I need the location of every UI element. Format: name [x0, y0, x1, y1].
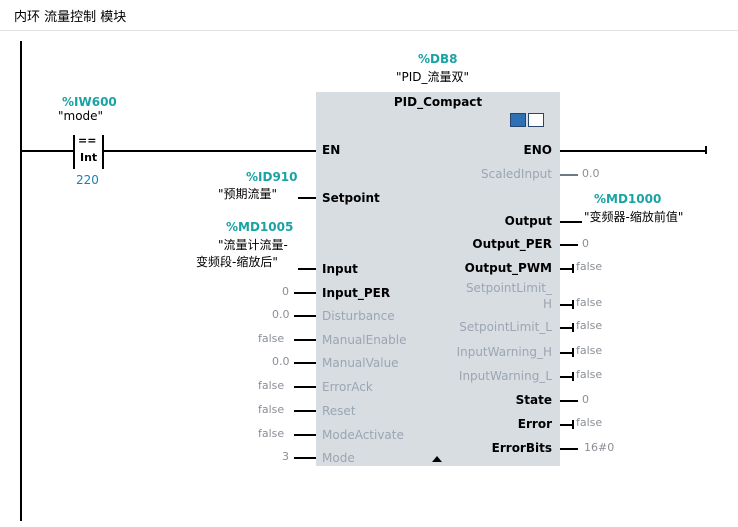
input-wire	[298, 268, 316, 270]
contact-address[interactable]: %IW600	[62, 95, 117, 109]
pin-setpoint-limit-h-line2[interactable]: H	[542, 297, 552, 311]
network-title[interactable]: 内环 流量控制 模块	[14, 10, 127, 25]
block-view-icon[interactable]	[510, 113, 526, 127]
instance-db-name[interactable]: "PID_流量双"	[396, 70, 470, 84]
input-warning-l-value[interactable]: false	[576, 368, 603, 381]
pin-en[interactable]: EN	[322, 143, 341, 157]
output-symbol[interactable]: "变频器-缩放前值"	[584, 210, 684, 224]
mode-activate-value[interactable]: false	[258, 427, 285, 440]
scaled-input-wire	[560, 174, 578, 176]
reset-value[interactable]: false	[258, 403, 285, 416]
input-warning-l-wire	[560, 376, 572, 378]
output-pwm-value[interactable]: false	[576, 260, 603, 273]
pin-setpoint-limit-l[interactable]: SetpointLimit_L	[459, 320, 552, 334]
contact-operator[interactable]: ==	[78, 134, 97, 147]
rung-wire-to-en	[104, 150, 316, 152]
scaled-input-value[interactable]: 0.0	[582, 167, 600, 180]
pin-manual-enable[interactable]: ManualEnable	[322, 333, 407, 347]
input-warning-l-terminal	[572, 372, 574, 381]
disturbance-value[interactable]: 0.0	[272, 308, 290, 321]
output-per-value[interactable]: 0	[582, 237, 589, 250]
collapse-arrow-icon[interactable]	[432, 456, 442, 462]
state-wire	[560, 400, 578, 402]
pin-setpoint-limit-h-line1[interactable]: SetpointLimit_	[465, 281, 552, 295]
error-bits-wire	[560, 448, 578, 450]
pin-disturbance[interactable]: Disturbance	[322, 309, 395, 323]
setpoint-limit-l-wire	[560, 327, 572, 329]
output-address[interactable]: %MD1000	[594, 192, 662, 206]
rung-wire-eno	[560, 150, 707, 152]
setpoint-limit-h-terminal	[572, 300, 574, 309]
setpoint-address[interactable]: %ID910	[246, 170, 298, 184]
pin-error-bits[interactable]: ErrorBits	[491, 441, 552, 455]
mode-value[interactable]: 3	[282, 450, 289, 463]
setpoint-limit-l-value[interactable]: false	[576, 319, 603, 332]
error-wire	[560, 424, 572, 426]
network-title-divider	[0, 30, 738, 31]
pin-scaled-input[interactable]: ScaledInput	[481, 167, 552, 181]
contact-symbol[interactable]: "mode"	[58, 109, 104, 123]
error-terminal	[572, 420, 574, 429]
error-ack-value[interactable]: false	[258, 379, 285, 392]
output-pwm-wire	[560, 268, 572, 270]
input-warning-h-value[interactable]: false	[576, 344, 603, 357]
rung-wire-left	[22, 150, 74, 152]
input-warning-h-wire	[560, 352, 572, 354]
pin-manual-value[interactable]: ManualValue	[322, 356, 399, 370]
pid-compact-block[interactable]	[316, 92, 560, 466]
disturbance-wire	[294, 315, 316, 317]
error-ack-wire	[294, 386, 316, 388]
state-value[interactable]: 0	[582, 393, 589, 406]
pin-state[interactable]: State	[515, 393, 552, 407]
input-symbol-line2[interactable]: 变频段-缩放后"	[196, 255, 278, 269]
contact-monitor-value: 220	[76, 173, 99, 187]
pin-mode[interactable]: Mode	[322, 451, 355, 465]
contact-type[interactable]: Int	[80, 151, 98, 164]
pin-input-warning-l[interactable]: InputWarning_L	[458, 369, 552, 383]
setpoint-limit-h-wire	[560, 304, 572, 306]
mode-activate-wire	[294, 434, 316, 436]
instance-db-address[interactable]: %DB8	[418, 52, 458, 66]
manual-value-wire	[294, 362, 316, 364]
pin-setpoint[interactable]: Setpoint	[322, 191, 380, 205]
mode-wire	[294, 457, 316, 459]
error-value[interactable]: false	[576, 416, 603, 429]
pin-input-per[interactable]: Input_PER	[322, 286, 391, 300]
block-type-name[interactable]: PID_Compact	[393, 95, 483, 109]
pin-output[interactable]: Output	[504, 214, 552, 228]
rung-end-marker	[705, 146, 707, 154]
output-wire	[560, 221, 582, 223]
pin-error-ack[interactable]: ErrorAck	[322, 380, 373, 394]
pin-input[interactable]: Input	[322, 262, 358, 276]
output-per-wire	[560, 244, 578, 246]
manual-value-value[interactable]: 0.0	[272, 355, 290, 368]
setpoint-limit-h-value[interactable]: false	[576, 296, 603, 309]
power-rail	[20, 41, 22, 521]
contact-right-bar	[102, 135, 104, 169]
setpoint-wire	[298, 197, 316, 199]
input-address[interactable]: %MD1005	[226, 220, 294, 234]
error-bits-value[interactable]: 16#0	[584, 441, 615, 454]
pin-error[interactable]: Error	[517, 417, 552, 431]
reset-wire	[294, 410, 316, 412]
pin-output-pwm[interactable]: Output_PWM	[464, 261, 552, 275]
input-per-wire	[294, 292, 316, 294]
setpoint-limit-l-terminal	[572, 323, 574, 332]
manual-enable-value[interactable]: false	[258, 332, 285, 345]
parameter-tool-icon[interactable]	[528, 113, 544, 127]
setpoint-symbol[interactable]: "预期流量"	[218, 187, 278, 201]
contact-left-bar	[73, 135, 75, 169]
pin-reset[interactable]: Reset	[322, 404, 356, 418]
input-warning-h-terminal	[572, 348, 574, 357]
manual-enable-wire	[294, 339, 316, 341]
output-pwm-terminal	[572, 264, 574, 273]
pin-mode-activate[interactable]: ModeActivate	[322, 428, 404, 442]
input-per-value[interactable]: 0	[282, 285, 289, 298]
pin-output-per[interactable]: Output_PER	[472, 237, 552, 251]
pin-eno[interactable]: ENO	[523, 143, 552, 157]
input-symbol-line1[interactable]: "流量计流量-	[218, 238, 288, 252]
pin-input-warning-h[interactable]: InputWarning_H	[456, 345, 552, 359]
